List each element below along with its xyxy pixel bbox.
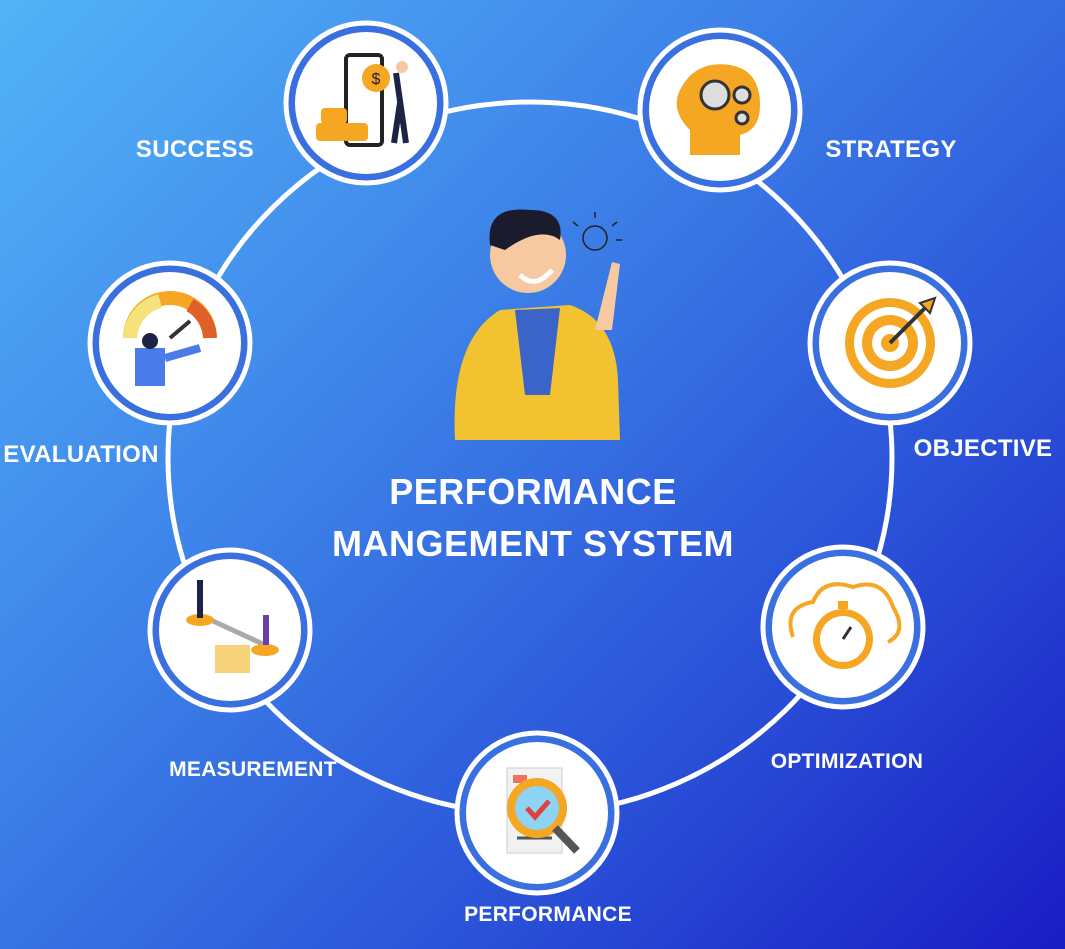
label-success: SUCCESS xyxy=(135,136,255,163)
target-icon xyxy=(845,296,937,388)
label-measurement: MEASUREMENT xyxy=(169,758,337,781)
magnifier-document-icon xyxy=(506,767,580,854)
title-line-1: PERFORMANCE xyxy=(389,471,677,512)
money-phone-icon: $ xyxy=(316,53,409,147)
label-performance: PERFORMANCE xyxy=(464,903,632,926)
label-evaluation: EVALUATION xyxy=(3,441,159,468)
node-objective xyxy=(807,260,973,426)
head-gears-icon xyxy=(676,64,760,155)
gauge-icon xyxy=(123,291,217,386)
cycle-ring xyxy=(165,99,895,817)
diagram-title: PERFORMANCE MANGEMENT SYSTEM xyxy=(332,466,734,570)
cloud-stopwatch-icon xyxy=(788,582,902,669)
node-evaluation xyxy=(87,260,253,426)
label-strategy: STRATEGY xyxy=(825,136,957,163)
node-strategy xyxy=(637,27,803,193)
svg-text:$: $ xyxy=(372,71,381,88)
label-optimization: OPTIMIZATION xyxy=(770,750,924,773)
businessman-illustration xyxy=(454,209,622,440)
node-measurement xyxy=(147,547,313,713)
node-performance xyxy=(454,730,620,896)
node-optimization xyxy=(760,544,926,710)
balance-scale-icon xyxy=(186,580,279,673)
label-objective: OBJECTIVE xyxy=(913,435,1053,462)
node-success: $ xyxy=(283,20,449,186)
title-line-2: MANGEMENT SYSTEM xyxy=(331,523,735,564)
